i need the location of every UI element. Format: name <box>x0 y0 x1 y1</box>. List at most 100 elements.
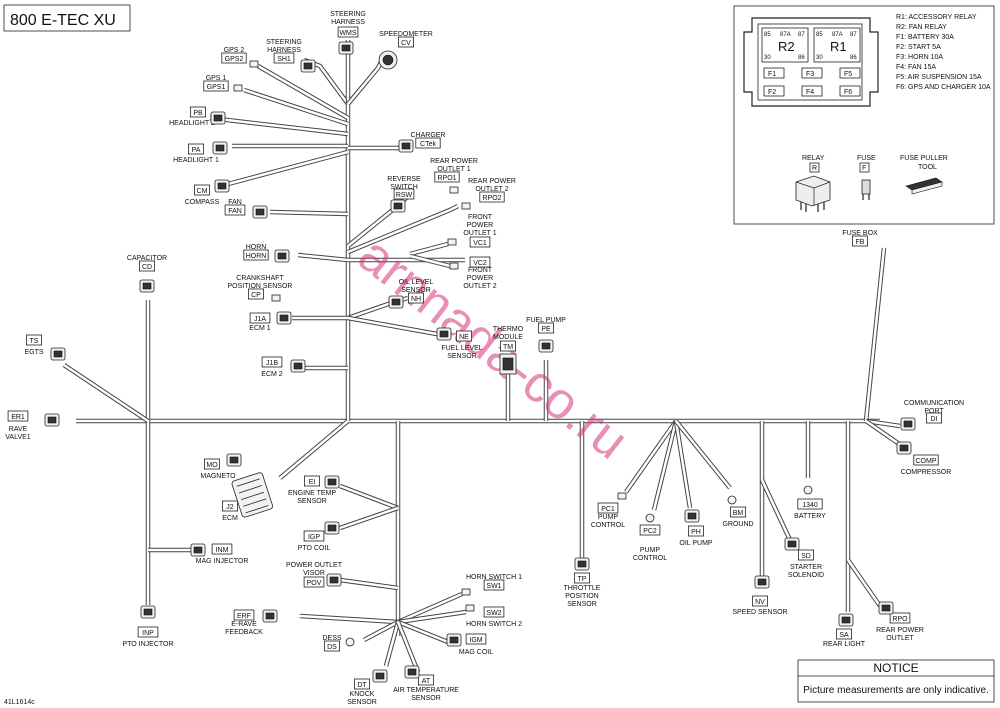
legend-line: F6: GPS AND CHARGER 10A <box>896 84 991 91</box>
component-j1b: ECM 2 J1B <box>261 356 306 378</box>
component-code-box <box>913 454 939 466</box>
svg-text:30: 30 <box>816 55 823 61</box>
component-label: COMPRESSOR <box>901 469 952 476</box>
relay-part: RELAY R <box>795 155 831 212</box>
component-label: FUEL PUMP <box>526 317 566 324</box>
notice-box: NOTICE Picture measurements are only ind… <box>797 659 995 703</box>
connector-latch <box>329 576 339 584</box>
component-code: POV <box>307 580 322 587</box>
harness-segment-core <box>243 88 349 126</box>
component-code: PB <box>193 110 203 117</box>
svg-text:87A: 87A <box>832 32 843 38</box>
component-code-box <box>203 80 229 92</box>
component-code-box <box>397 36 414 48</box>
svg-text:30: 30 <box>764 55 771 61</box>
connector-latch <box>393 202 403 210</box>
relay-slot-r2 <box>761 27 809 63</box>
component-code: FAN <box>228 208 242 215</box>
connector-latch <box>541 342 551 350</box>
component-code-box <box>574 572 591 584</box>
component-label: HORN <box>246 244 267 251</box>
component-code-box <box>203 458 220 470</box>
fusebox-illustration: 85 87A 87 85 87A 87 R2 R1 30 86 30 86 F1… <box>743 17 879 107</box>
component-code: CM <box>197 188 208 195</box>
component-code: ER1 <box>11 414 25 421</box>
component-label: COMPASS <box>185 199 220 206</box>
connector-latch <box>502 357 514 371</box>
connector-latch <box>841 616 851 624</box>
component-code-box <box>455 330 472 342</box>
connector-latch <box>213 114 223 122</box>
connector-body <box>727 495 737 505</box>
svg-text:85: 85 <box>816 32 823 38</box>
component-code: J1B <box>266 360 278 367</box>
component-code-box <box>243 249 269 261</box>
component-code-box <box>434 171 460 183</box>
connector-latch <box>407 668 417 676</box>
harness-segment-core <box>269 210 349 216</box>
harness-segment-core <box>339 484 399 510</box>
fuse-slot-label: F2 <box>768 89 776 96</box>
component-code: CP <box>251 292 261 299</box>
component-code: DI <box>931 416 938 423</box>
component-code: BM <box>733 510 744 517</box>
harness-segment-core <box>397 620 449 644</box>
component-code-box <box>415 137 441 149</box>
harness-segment-core <box>299 614 399 624</box>
component-label: FAN <box>228 199 242 206</box>
component-code-box <box>688 525 705 537</box>
component-label: ECM 2 <box>261 371 283 378</box>
connector-body <box>449 262 459 270</box>
harness-segment-core <box>846 559 882 607</box>
component-code-box <box>221 52 247 64</box>
harness-segment-core <box>347 204 459 254</box>
component-code-box <box>25 334 42 346</box>
connector-body <box>271 294 281 302</box>
notice-heading: NOTICE <box>873 661 918 675</box>
component-code-box <box>465 633 487 645</box>
component-code: SW2 <box>486 610 501 617</box>
component-fan: FAN FAN <box>224 199 268 219</box>
harness-segment-core <box>63 363 149 423</box>
component-code-box <box>233 609 255 621</box>
connector-rib <box>238 485 262 494</box>
component-label: MAG INJECTOR <box>196 558 249 565</box>
title-block: 800 E-TEC XU <box>3 4 131 32</box>
legend-line: R2: FAN RELAY <box>896 24 947 31</box>
legend-line: F5: AIR SUSPENSION 15A <box>896 74 982 81</box>
component-code-box <box>211 543 233 555</box>
harness-segment-core <box>409 242 449 256</box>
connector-latch <box>193 546 203 554</box>
component-code: SH1 <box>277 56 291 63</box>
fusebox-panel: 85 87A 87 85 87A 87 R2 R1 30 86 30 86 F1… <box>733 5 995 225</box>
connector-latch <box>143 608 153 616</box>
